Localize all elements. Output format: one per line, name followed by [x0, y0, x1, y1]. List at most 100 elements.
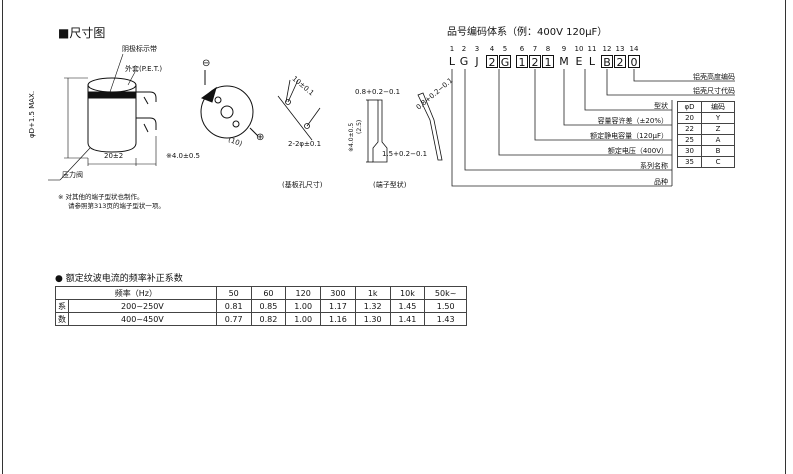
note-2: 请参照第313页的端子型状一项。	[68, 202, 165, 210]
voltage-range: 200~250V	[68, 299, 217, 313]
pos-6: 6	[519, 45, 525, 53]
char-12: B	[601, 55, 613, 69]
value-cell: 0.81	[215, 299, 252, 313]
char-14: 0	[628, 55, 640, 69]
pos-1: 1	[449, 45, 455, 53]
right-border	[785, 0, 786, 474]
value-cell: 1.32	[354, 299, 391, 313]
value-cell: 0.85	[250, 299, 287, 313]
label-series: 系列名称	[640, 162, 668, 170]
voltage-range: 400~450V	[68, 312, 217, 326]
char-8: 1	[542, 55, 554, 69]
cell-diameter: 20	[676, 112, 703, 124]
plus-icon: ⊕	[256, 132, 265, 143]
value-cell: 1.45	[389, 299, 426, 313]
value-cell: 1.41	[389, 312, 426, 326]
cell-code: A	[701, 134, 735, 146]
value-cell: 1.30	[354, 312, 391, 326]
char-2: G	[459, 55, 469, 68]
pos-9: 9	[561, 45, 567, 53]
label-tolerance: 容量容许差（±20%）	[597, 117, 668, 125]
cathode-label: 阴极标示带	[122, 45, 157, 53]
partnum-title: 品号编码体系（例：400V 120μF）	[447, 27, 608, 38]
ripple-table: 频率（Hz） 50 60 120 300 1k 10k 50k~ 系 200~2…	[55, 286, 467, 326]
header-diameter: φD	[676, 101, 703, 113]
cell-code: Y	[701, 112, 735, 124]
sleeve-label: 外套(P.E.T.)	[125, 65, 163, 73]
pin-length-label: ※4.0±0.5	[166, 152, 200, 160]
ripple-title: ● 额定纹波电流的频率补正系数	[55, 274, 183, 284]
label-can-size: 铝壳尺寸代码	[693, 87, 735, 95]
label-type: 品种	[654, 178, 668, 186]
terminal-shape-bent	[417, 92, 443, 161]
char-4: 2	[486, 55, 498, 69]
freq-cell: 60	[250, 286, 287, 300]
pos-5: 5	[502, 45, 508, 53]
board-hole-diagram	[277, 79, 321, 141]
value-cell: 1.43	[424, 312, 467, 326]
code-table-header: φD 编码	[676, 101, 735, 113]
freq-cell: 120	[285, 286, 322, 300]
vent-label: 压力阀	[62, 171, 83, 179]
value-cell: 1.17	[320, 299, 356, 313]
freq-cell: 50	[215, 286, 252, 300]
char-7: 2	[529, 55, 541, 69]
row-label: 系	[55, 299, 69, 313]
cell-diameter: 22	[676, 123, 703, 135]
ripple-row: 数 400~450V 0.77 0.82 1.00 1.16 1.30 1.41…	[55, 312, 467, 326]
capacitor-top-view	[200, 70, 259, 139]
label-shape: 型状	[654, 102, 668, 110]
pos-3: 3	[474, 45, 480, 53]
pos-4: 4	[489, 45, 495, 53]
label-capacitance: 额定静电容量（120μF）	[590, 132, 668, 140]
dimension-title: ■尺寸图	[58, 26, 106, 40]
char-6: 1	[516, 55, 528, 69]
freq-header: 频率（Hz）	[55, 286, 217, 300]
cell-code: C	[701, 156, 735, 168]
pos-13: 13	[615, 45, 625, 53]
terminal-top-label: 0.8+0.2−0.1	[355, 88, 401, 96]
note-1: ※ 对其他的端子型状也制作。	[58, 193, 144, 201]
ripple-row: 系 200~250V 0.81 0.85 1.00 1.17 1.32 1.45…	[55, 299, 467, 313]
pos-11: 11	[587, 45, 597, 53]
length-dimension	[87, 136, 157, 166]
header-code: 编码	[701, 101, 735, 113]
char-11: L	[588, 55, 596, 68]
freq-cell: 300	[320, 286, 356, 300]
minus-icon: ⊖	[202, 58, 211, 69]
terminal-bottom-label: 1.5+0.2−0.1	[382, 150, 428, 158]
freq-cell: 1k	[354, 286, 391, 300]
pos-8: 8	[545, 45, 551, 53]
char-1: L	[448, 55, 456, 68]
char-9: M	[559, 55, 569, 68]
terminal-shape-straight	[366, 99, 388, 163]
value-cell: 1.00	[285, 299, 322, 313]
hole-diameter-label: 2-2φ±0.1	[288, 140, 322, 148]
capacitor-body	[87, 77, 157, 153]
freq-cell: 50k~	[424, 286, 467, 300]
char-3: J	[475, 55, 479, 68]
diameter-dimension	[64, 77, 88, 159]
board-hole-caption: (基板孔尺寸)	[282, 181, 323, 189]
char-13: 2	[614, 55, 626, 69]
value-cell: 1.50	[424, 299, 467, 313]
freq-cell: 10k	[389, 286, 426, 300]
cell-diameter: 25	[676, 134, 703, 146]
row-label: 数	[55, 312, 69, 326]
dimension-drawing	[48, 53, 443, 181]
cell-code: Z	[701, 123, 735, 135]
char-10: E	[575, 55, 583, 68]
ripple-header-row: 频率（Hz） 50 60 120 300 1k 10k 50k~	[55, 286, 467, 300]
left-border	[2, 0, 3, 474]
cell-code: B	[701, 145, 735, 157]
value-cell: 1.00	[285, 312, 322, 326]
pos-12: 12	[602, 45, 612, 53]
char-5: G	[499, 55, 511, 69]
pos-2: 2	[461, 45, 467, 53]
